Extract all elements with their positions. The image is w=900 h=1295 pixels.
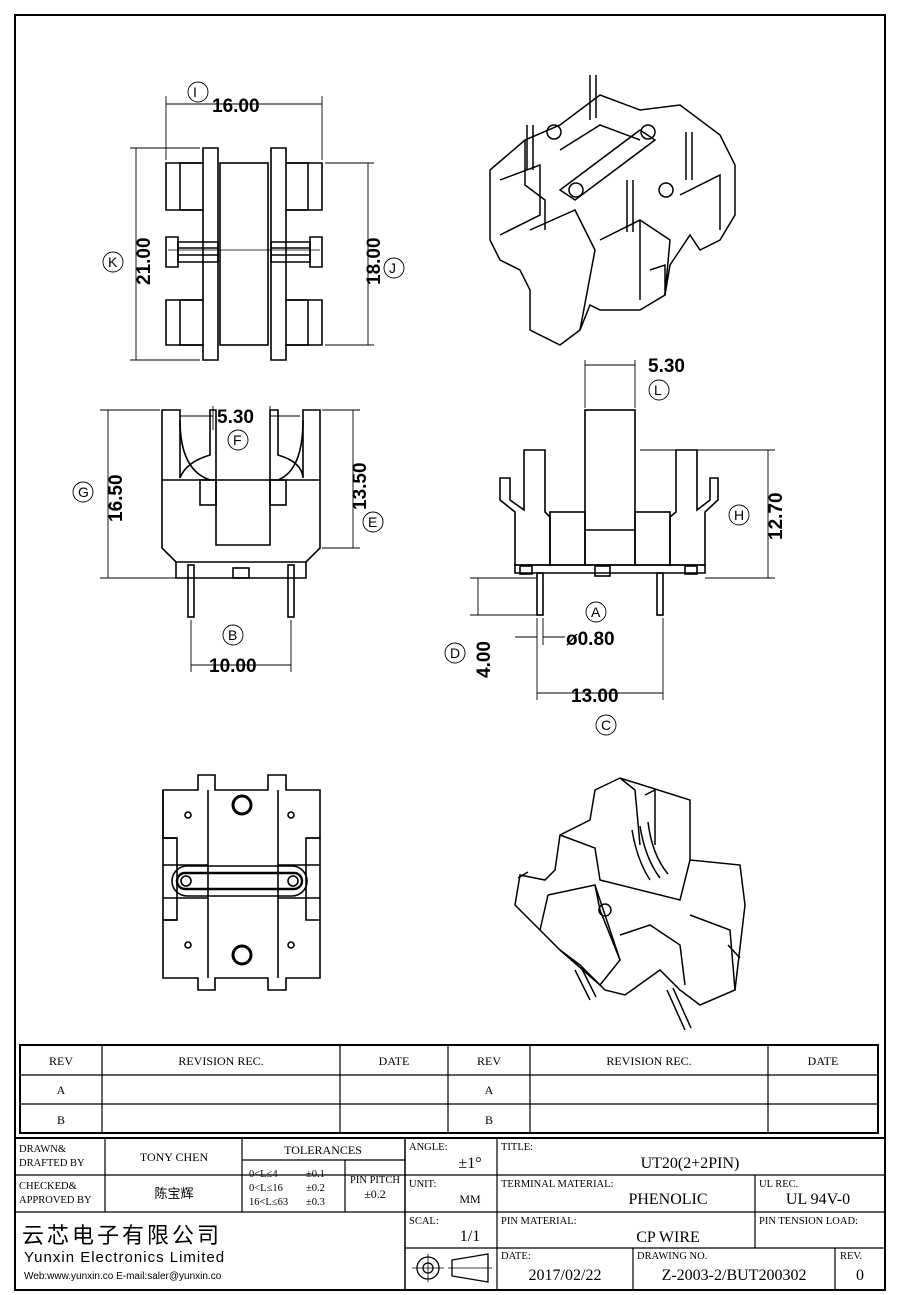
drawing-no-label: DRAWING NO. [637,1251,707,1262]
ul-rec-label: UL REC. [759,1179,798,1190]
checked-by-value: 陈宝辉 [154,1186,193,1201]
scal-value: 1/1 [460,1228,480,1245]
dim-outer-height: 21.00 [134,237,155,285]
tolerances-label: TOLERANCES [284,1143,362,1157]
dim-slot-id: F [233,432,242,448]
drawn-label-line2: DRAFTED BY [19,1158,85,1169]
rev-row-a-right: A [485,1083,494,1097]
checked-label-line1: CHECKED& [19,1181,77,1192]
angle-value: ±1° [458,1155,481,1172]
dim-side-height: 16.50 [106,474,127,522]
dim-slot: 5.30 [217,407,254,428]
drawn-label-line1: DRAWN& [19,1144,66,1155]
date-header-1: DATE [379,1054,410,1068]
dim-width: 16.00 [212,96,260,117]
scal-label: SCAL: [409,1216,439,1227]
rev-row-a-left: A [57,1083,66,1097]
date-value: 2017/02/22 [529,1267,602,1284]
revision-table [19,1044,879,1134]
tol-value-1: ±0.1 [306,1169,325,1180]
dim-inner-height-id: J [389,260,396,276]
dim-side-height-id: G [78,484,89,500]
rev-header-2: REV [477,1054,501,1068]
dim-pin-diameter: ø0.80 [566,629,615,650]
revision-rec-header-1: REVISION REC. [178,1054,263,1068]
pin-tension-label: PIN TENSION LOAD: [759,1216,858,1227]
dim-pin-span-right-id: C [601,717,611,733]
pin-material-label: PIN MATERIAL: [501,1216,577,1227]
pin-pitch-label: PIN PITCH [350,1175,400,1186]
tol-value-3: ±0.3 [306,1197,325,1208]
bottom-view [162,774,321,991]
front-view-dims [102,81,405,361]
angle-label: ANGLE: [409,1142,448,1153]
iso-view-bottom [514,777,746,1031]
dim-outer-height-id: K [108,254,118,270]
ul-rec-value: UL 94V-0 [786,1191,850,1208]
date-label: DATE: [501,1251,531,1262]
tol-value-2: ±0.2 [306,1183,325,1194]
unit-value: MM [459,1192,481,1206]
dim-pin-span-left-id: B [228,627,237,643]
dim-inner-height: 18.00 [364,237,385,285]
dim-pin-diameter-id: A [591,604,601,620]
company-name-en: Yunxin Electronics Limited [24,1249,225,1266]
dim-side-height2: 13.50 [350,462,371,510]
unit-label: UNIT: [409,1179,437,1190]
pin-material-value: CP WIRE [636,1229,700,1246]
rev-header-1: REV [49,1054,73,1068]
tol-range-2: 0<L≤16 [249,1183,283,1194]
rev-row-b-left: B [57,1113,65,1127]
dim-pin-span-right: 13.00 [571,686,619,707]
dim-right-height: 12.70 [766,492,787,540]
rev-value: 0 [856,1267,864,1284]
dim-pin-length: 4.00 [474,641,495,678]
date-header-2: DATE [808,1054,839,1068]
company-name-cn: 云芯电子有限公司 [22,1223,222,1248]
title-value: UT20(2+2PIN) [641,1155,740,1172]
front-view [165,147,323,361]
side-view-left [161,409,321,618]
revision-rec-header-2: REVISION REC. [606,1054,691,1068]
dim-core: 5.30 [648,356,685,377]
company-web: Web:www.yunxin.co E-mail:saler@yunxin.co [24,1271,222,1282]
title-block-grid [14,1137,886,1291]
dim-right-height-id: H [734,507,744,523]
dim-side-height2-id: E [368,514,377,530]
rev-row-b-right: B [485,1113,493,1127]
terminal-material-value: PHENOLIC [628,1191,707,1208]
iso-view-top [489,75,736,346]
drawing-no-value: Z-2003-2/BUT200302 [662,1267,807,1284]
terminal-material-label: TERMINAL MATERIAL: [501,1179,614,1190]
dim-pin-span-left: 10.00 [209,656,257,677]
dim-width-id: I [193,84,197,100]
projection-symbol-icon [412,1253,492,1283]
tol-range-3: 16<L≤63 [249,1197,288,1208]
rev-label: REV. [840,1251,862,1262]
dim-core-id: L [654,382,662,398]
drawn-by-value: TONY CHEN [140,1150,209,1164]
title-label: TITLE: [501,1142,533,1153]
side-view-right [499,409,719,616]
tol-range-1: 0<L≤4 [249,1169,278,1180]
side-view-right-dims [444,360,775,736]
side-view-left-dims [72,406,384,672]
checked-label-line2: APPROVED BY [19,1195,92,1206]
dim-pin-length-id: D [450,645,460,661]
pin-pitch-value: ±0.2 [364,1187,386,1201]
